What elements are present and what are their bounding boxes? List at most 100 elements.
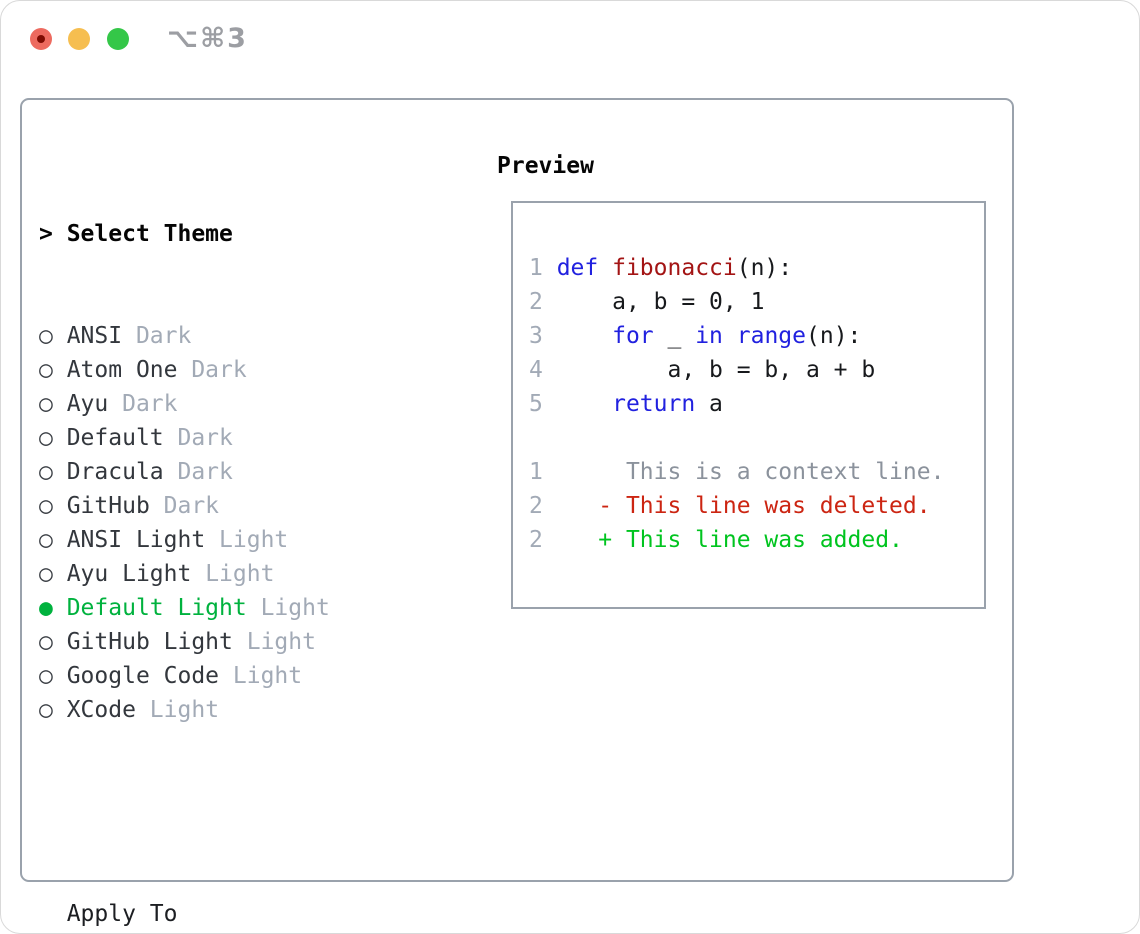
theme-variant: Light [191,561,275,587]
select-theme-heading: > Select Theme [39,217,427,251]
theme-option-ansi[interactable]: ○ ANSI Dark [39,319,427,353]
line-number: 2 [529,493,557,519]
code-segment [557,323,612,349]
code-line: 1 This is a context line. [529,455,944,489]
theme-option-default[interactable]: ○ Default Dark [39,421,427,455]
theme-name: XCode [52,697,136,723]
code-line: 2 + This line was added. [529,523,944,557]
theme-variant: Light [205,527,289,553]
theme-name: Atom One [52,357,178,383]
theme-name: GitHub [52,493,150,519]
preview-heading: Preview [497,153,594,179]
theme-option-default-light[interactable]: ● Default Light Light [39,591,427,625]
code-segment: a [695,391,723,417]
code-line: 5 return a [529,387,944,421]
theme-name: Ayu Light [52,561,192,587]
theme-name: ANSI Light [52,527,206,553]
code-segment: return [612,391,696,417]
theme-variant: Light [219,663,303,689]
radio-icon: ○ [39,629,53,655]
code-line: 2 - This line was deleted. [529,489,944,523]
code-line: 1 def fibonacci(n): [529,251,944,285]
theme-variant: Dark [163,459,233,485]
theme-name: GitHub Light [52,629,233,655]
minimize-button[interactable] [68,28,90,50]
theme-name: Default Light [52,595,247,621]
radio-icon: ○ [39,663,53,689]
spacer [39,795,427,829]
theme-picker: > Select Theme ○ ANSI Dark○ Atom One Dar… [39,149,427,934]
code-segment: fibonacci [612,255,737,281]
line-number: 5 [529,391,557,417]
line-number: 2 [529,527,557,553]
theme-variant: Dark [163,425,233,451]
theme-option-ansi-light[interactable]: ○ ANSI Light Light [39,523,427,557]
radio-icon: ○ [39,459,53,485]
line-number: 1 [529,255,557,281]
radio-icon: ○ [39,561,53,587]
code-segment: a, b = 0, 1 [556,289,765,315]
zoom-button[interactable] [107,28,129,50]
code-line [529,421,944,455]
radio-icon: ○ [39,697,53,723]
theme-name: ANSI [52,323,123,349]
theme-variant: Dark [122,323,192,349]
radio-icon: ○ [39,323,53,349]
code-segment: for [612,323,654,349]
line-number: 4 [529,357,557,383]
radio-icon: ○ [39,425,53,451]
radio-icon: ○ [39,493,53,519]
theme-name: Google Code [52,663,220,689]
code-segment [598,255,612,281]
theme-option-ayu[interactable]: ○ Ayu Dark [39,387,427,421]
code-line: 3 for _ in range(n): [529,319,944,353]
theme-variant: Light [135,697,220,723]
theme-option-github[interactable]: ○ GitHub Dark [39,489,427,523]
theme-name: Dracula [52,459,164,485]
code-line: 2 a, b = 0, 1 [529,285,944,319]
theme-variant: Light [232,629,316,655]
code-segment [557,391,612,417]
window-shortcut-label: ⌥⌘3 [167,23,248,54]
theme-option-atom-one[interactable]: ○ Atom One Dark [39,353,427,387]
preview-pane [511,201,986,609]
radio-icon: ○ [39,527,53,553]
theme-variant: Dark [177,357,247,383]
code-line: 4 a, b = b, a + b [529,353,944,387]
radio-icon: ○ [39,391,53,417]
titlebar: ⌥⌘3 [1,1,1139,77]
theme-option-ayu-light[interactable]: ○ Ayu Light Light [39,557,427,591]
close-dot-icon [37,35,45,43]
code-segment: range [736,323,806,349]
prompt-caret: > [39,221,67,247]
close-button[interactable] [30,28,52,50]
theme-option-xcode[interactable]: ○ XCode Light [39,693,427,727]
radio-icon: ○ [39,357,53,383]
code-segment: - This line was deleted. [556,493,931,519]
line-number: 3 [529,323,557,349]
theme-option-github-light[interactable]: ○ GitHub Light Light [39,625,427,659]
theme-name: Ayu [52,391,109,417]
radio-icon: ● [39,595,53,621]
theme-name: Default [52,425,164,451]
theme-variant: Dark [108,391,178,417]
line-number: 2 [529,289,557,315]
theme-option-dracula[interactable]: ○ Dracula Dark [39,455,427,489]
select-theme-title: Select Theme [66,221,233,247]
code-segment: (n): [736,255,793,281]
theme-list: ○ ANSI Dark○ Atom One Dark○ Ayu Dark○ De… [39,319,427,727]
code-segment: def [556,255,599,281]
theme-variant: Dark [149,493,220,519]
code-segment: + This line was added. [556,527,903,553]
code-segment: This is a context line. [556,459,945,485]
code-segment: (n): [806,323,862,349]
theme-variant: Light [246,595,330,621]
theme-option-google-code[interactable]: ○ Google Code Light [39,659,427,693]
code-segment: in [695,323,723,349]
code-segment [723,323,737,349]
apply-to-heading: Apply To [66,901,178,927]
line-number: 1 [529,459,557,485]
code-segment: _ [653,323,696,349]
